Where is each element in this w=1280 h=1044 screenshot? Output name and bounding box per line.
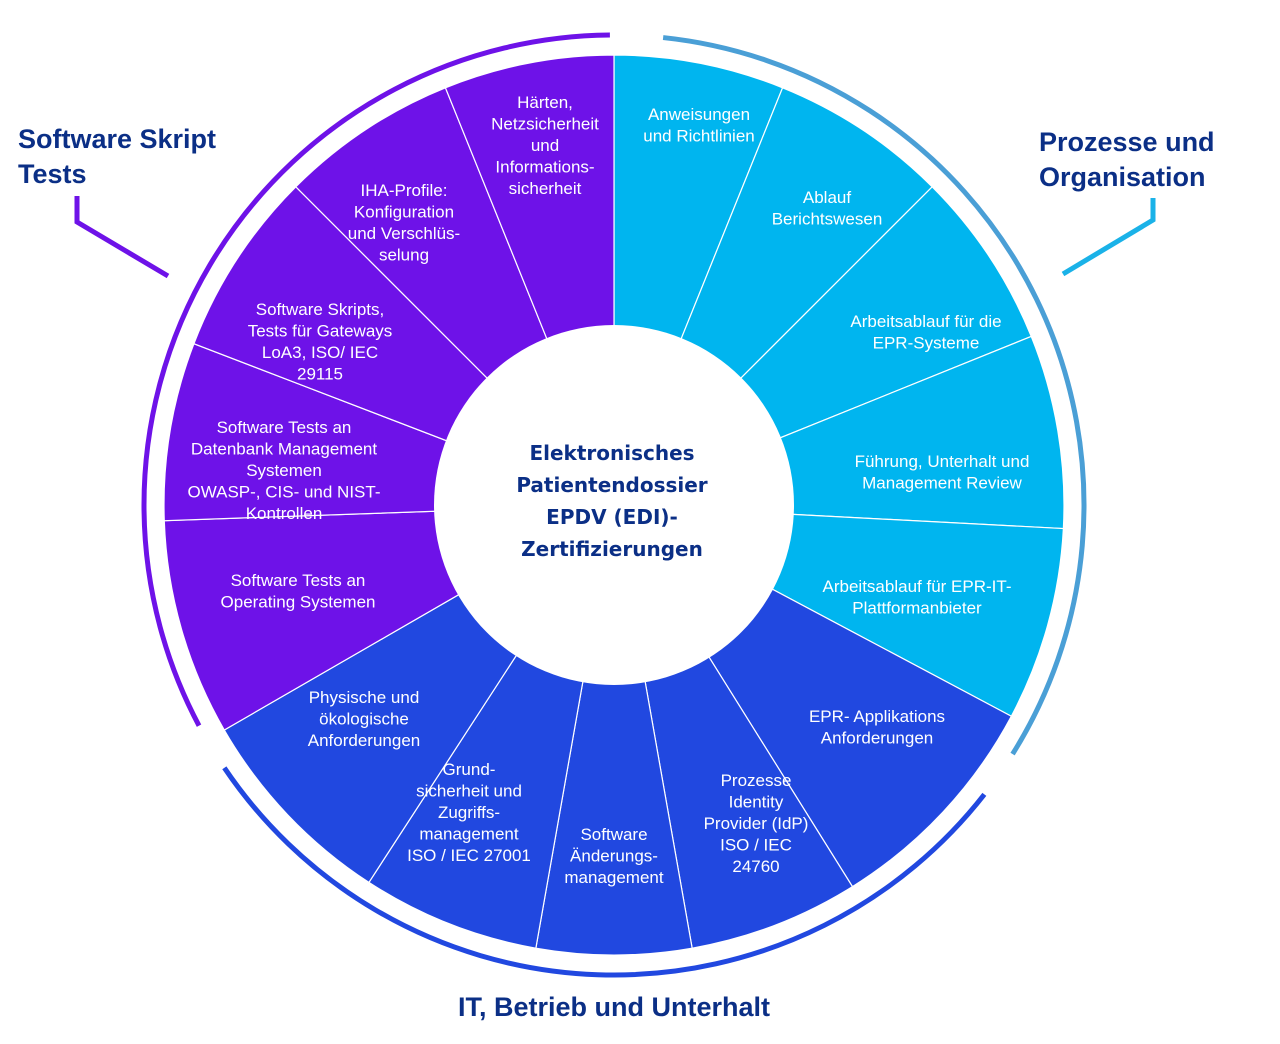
segment-label: Software Tests an Operating Systemen [221, 571, 376, 612]
segment-label-line: Arbeitsablauf für die [850, 312, 1001, 331]
segment-label-line: Zugriffs- [438, 803, 500, 822]
segment-label-line: und [531, 136, 559, 155]
segment-label-line: OWASP-, CIS- und NIST- [187, 483, 380, 502]
segment-label-line: 29115 [297, 365, 343, 384]
segment-label-line: Härten, [517, 93, 573, 112]
segment-label: IHA-Profile: Konfiguration und Verschlüs-s… [348, 181, 460, 265]
segment-label-line: Software Tests an [231, 571, 366, 590]
center-title-line: Zertifizierungen [521, 537, 703, 561]
segment-label-line: Plattformanbieter [852, 599, 982, 618]
segment-label-line: Software [580, 825, 647, 844]
segment-label-line: sicherheit [509, 179, 582, 198]
center-disc [434, 325, 794, 685]
bracket-arc-software [141, 32, 610, 727]
segment-label-line: Führung, Unterhalt und [855, 452, 1030, 471]
segment-label-line: management [564, 868, 664, 887]
segment-label-line: Software Skripts, [256, 300, 385, 319]
center-title-line: Patientendossier [516, 473, 707, 497]
segment-label-line: ISO / IEC [720, 836, 792, 855]
segment-label-line: Tests für Gateways [248, 322, 393, 341]
segment-label-line: 24760 [732, 857, 779, 876]
connector-prozesse [1061, 198, 1156, 277]
segment-label-line: Ablauf [803, 188, 851, 207]
center-title-line: EPDV (EDI)- [546, 505, 678, 529]
segment-label-line: Systemen [246, 461, 322, 480]
segment-label-line: EPR-Systeme [873, 334, 980, 353]
center-title-line: Elektronisches [529, 441, 694, 465]
segment-label-line: Physische und [309, 688, 420, 707]
segment-label: Arbeitsablauf für EPR-IT- Plattformanbiet… [823, 577, 1012, 618]
segment-label-line: Anweisungen [648, 105, 750, 124]
segment-label-line: Grund- [443, 760, 496, 779]
segment-label-line: Informations- [495, 158, 594, 177]
segment-label: Anweisungen und Richtlinien [643, 105, 755, 146]
bracket-arc-prozesse [662, 35, 1087, 756]
segment-label-line: EPR- Applikations [809, 707, 945, 726]
segment-label-line: LoA3, ISO/ IEC [262, 343, 378, 362]
segment-label-line: Berichtswesen [772, 210, 883, 229]
segment-label-line: Provider (IdP) [704, 814, 809, 833]
segment-label-line: Anforderungen [308, 731, 420, 750]
group-title-it-betrieb-und-unterhalt: IT, Betrieb und Unterhalt [457, 992, 771, 1022]
segment-label-line: Arbeitsablauf für EPR-IT- [823, 577, 1012, 596]
segment-label-line: Software Tests an [217, 418, 352, 437]
segment-label-line: Anforderungen [821, 729, 933, 748]
segment-label-line: und Verschlüs- [348, 224, 460, 243]
segment-it-3 [535, 504, 693, 956]
group-title-prozesse-und-organisation: Prozesse und Organisation [1039, 127, 1215, 192]
segment-label-line: selung [379, 246, 429, 265]
segment-label-line: Netzsicherheit [491, 115, 599, 134]
group-title-software-skript-tests: Software Skript Tests [18, 124, 217, 189]
segment-label-line: ökologische [319, 710, 409, 729]
segment-label-line: Änderungs- [570, 847, 658, 866]
segment-label-line: Kontrollen [246, 504, 323, 523]
segment-label-line: management [419, 825, 519, 844]
segment-label-line: Management Review [862, 474, 1022, 493]
segment-label-line: ISO / IEC 27001 [407, 846, 531, 865]
segment-label-line: Konfiguration [354, 203, 454, 222]
segment-label-line: und Richtlinien [643, 127, 755, 146]
segment-label-line: Prozesse [721, 771, 792, 790]
segment-label-line: Datenbank Management [191, 440, 377, 459]
segment-label-line: Operating Systemen [221, 593, 376, 612]
segment-label-line: sicherheit und [416, 782, 522, 801]
segment-label-line: IHA-Profile: [361, 181, 448, 200]
bracket-arc-it [222, 766, 987, 978]
connector-software [74, 196, 170, 279]
segment-label-line: Identity [729, 793, 784, 812]
group-brackets [74, 32, 1156, 978]
